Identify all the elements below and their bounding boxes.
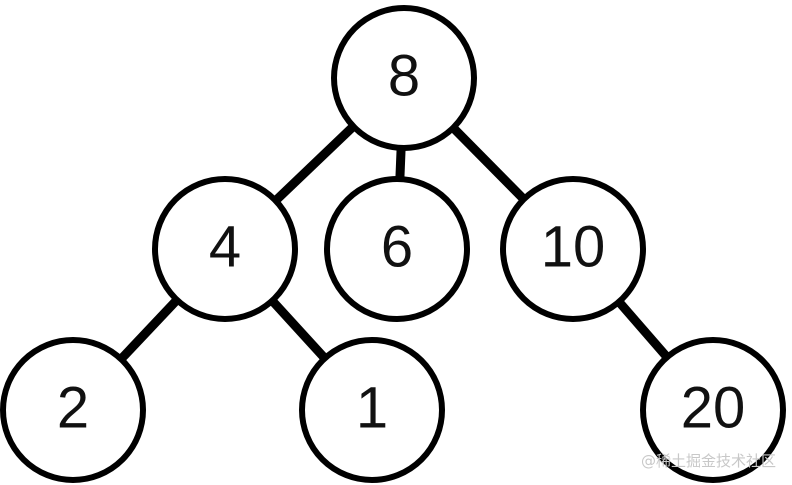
node-label: 10 — [541, 214, 606, 279]
node-circle — [0, 337, 146, 483]
tree-node-2: 2 — [0, 337, 146, 483]
node-circle — [500, 176, 646, 322]
node-label: 4 — [209, 214, 241, 279]
tree-node-8: 8 — [331, 5, 477, 151]
node-label: 1 — [356, 375, 388, 440]
tree-node-6: 6 — [324, 176, 470, 322]
node-circle — [324, 176, 470, 322]
watermark-text: @稀土掘金技术社区 — [640, 452, 776, 470]
node-label: 2 — [57, 375, 89, 440]
tree-node-1: 1 — [299, 337, 445, 483]
node-circle — [640, 337, 786, 483]
tree-node-4: 4 — [152, 176, 298, 322]
tree-node-10: 10 — [500, 176, 646, 322]
node-circle — [331, 5, 477, 151]
node-label: 8 — [388, 43, 420, 108]
tree-node-20: 20 — [640, 337, 786, 483]
node-circle — [299, 337, 445, 483]
node-circle — [152, 176, 298, 322]
nodes: 2 1 4 6 20 10 8 — [0, 5, 786, 483]
node-label: 6 — [381, 214, 413, 279]
node-label: 20 — [681, 375, 746, 440]
